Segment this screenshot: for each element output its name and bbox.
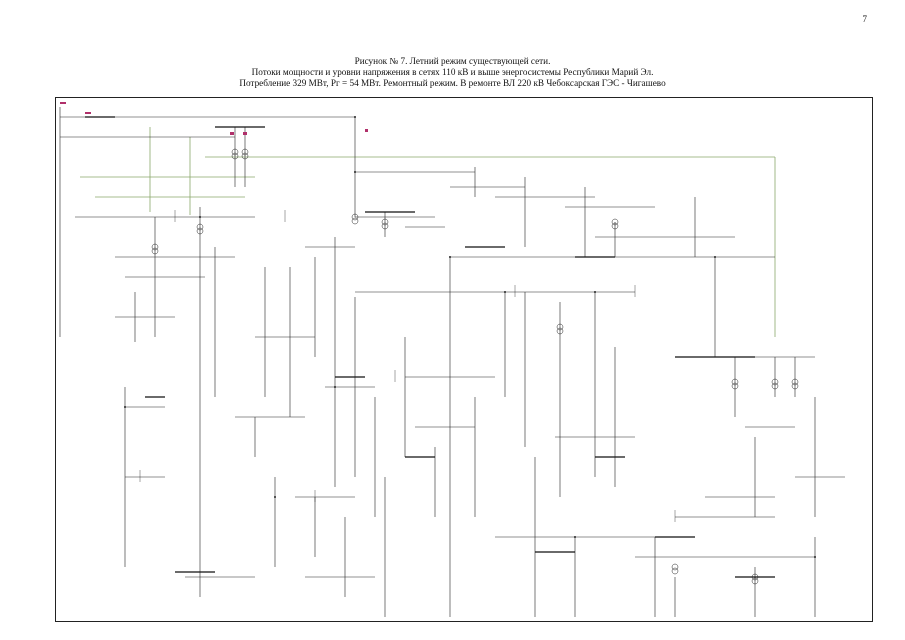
caption-line-1: Рисунок № 7. Летний режим существующей с… [354,56,551,66]
caption-line-2: Потоки мощности и уровни напряжения в се… [251,67,654,77]
bus-bars [85,116,775,578]
figure-caption: Рисунок № 7. Летний режим существующей с… [0,56,905,89]
power-network-schematic [59,102,845,617]
caption-line-3: Потребление 329 МВт, Рг = 54 МВт. Ремонт… [239,78,666,88]
main-lines [59,107,845,617]
red-markers [60,102,368,135]
diagram-frame [55,97,873,622]
green-buses [80,127,776,337]
transformer-symbols [151,148,799,585]
page-number: 7 [862,14,868,24]
small-ticks [139,210,676,522]
node-dots [124,116,816,558]
